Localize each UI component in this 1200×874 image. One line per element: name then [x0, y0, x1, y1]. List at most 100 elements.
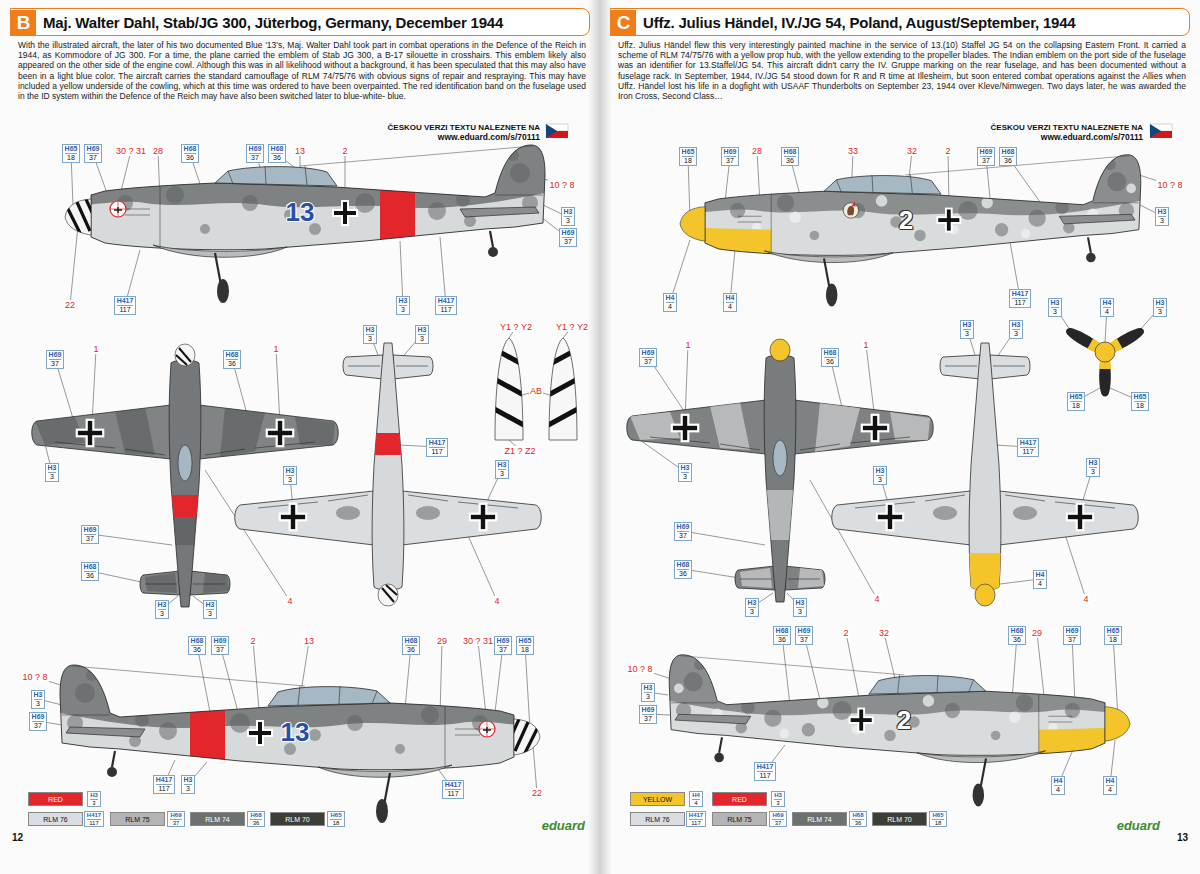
paint-callout: H6937 — [559, 228, 578, 247]
callout-number: Z1 ? Z2 — [503, 446, 536, 456]
paint-code: H417 — [689, 812, 703, 820]
paint-number: 18 — [330, 820, 341, 827]
paint-code: H68 — [405, 637, 418, 646]
paint-code: H69 — [772, 812, 783, 820]
paint-number: 37 — [980, 157, 993, 165]
paint-code: H68 — [1011, 627, 1024, 636]
paint-number: 36 — [852, 820, 863, 827]
camouflage — [60, 115, 555, 260]
paint-number: 3 — [399, 306, 408, 314]
legend-text: YELLOW — [643, 796, 672, 803]
paint-callout: H6937 — [1063, 626, 1082, 645]
paint-code: H69 — [84, 526, 97, 535]
paint-number: 3 — [963, 330, 972, 338]
paint-callout: H6836 — [1008, 626, 1027, 645]
paint-code: H65 — [1070, 393, 1083, 402]
paint-code: H68 — [250, 812, 261, 820]
callout-number: 2 — [842, 628, 849, 638]
paint-code: H68 — [226, 351, 239, 360]
profile-header: BMaj. Walter Dahl, Stab/JG 300, Jüterbog… — [10, 8, 590, 36]
callout-number: 32 — [878, 628, 890, 638]
callout-number: 32 — [906, 146, 918, 156]
paint-callout: H417117 — [1009, 289, 1032, 308]
callout-number: 28 — [152, 146, 164, 156]
paint-callout: H417117 — [435, 296, 458, 315]
paint-code: H417 — [445, 781, 462, 790]
paint-number: 37 — [87, 154, 100, 162]
paint-number: 3 — [90, 800, 98, 807]
web-address: www.eduard.com/s/70111 — [1041, 132, 1143, 142]
paint-code: H3 — [774, 792, 782, 800]
legend-paint-code: H417117 — [84, 811, 104, 827]
paint-code: H417 — [429, 439, 446, 448]
legend-paint-code: H33 — [771, 791, 785, 807]
paint-number: 4 — [1054, 786, 1063, 794]
paint-code: H417 — [438, 297, 455, 306]
paint-code: H3 — [796, 599, 805, 608]
spinner-detail — [489, 338, 583, 440]
paint-number: 4 — [1106, 786, 1115, 794]
paint-number: 117 — [1020, 448, 1037, 456]
paint-code: H3 — [1012, 321, 1021, 330]
callout-number: 10 ? 8 — [21, 672, 48, 682]
option-letter: B — [11, 10, 36, 35]
legend-paint-code: H6836 — [849, 811, 866, 827]
callout-number: 1 — [92, 344, 99, 354]
paint-number: 117 — [757, 772, 774, 780]
callout-number: 2 — [944, 146, 951, 156]
paint-number: 18 — [932, 820, 943, 827]
paint-number: 37 — [32, 722, 45, 730]
paint-code: H3 — [34, 691, 43, 700]
callout-number: 30 ? 31 — [115, 146, 147, 156]
paint-number: 37 — [1066, 636, 1079, 644]
paint-number: 36 — [184, 154, 197, 162]
description-text: Uffz. Julius Händel flew this very inter… — [618, 40, 1186, 101]
paint-callout: H6937 — [977, 147, 996, 166]
paint-callout: H33 — [181, 775, 196, 794]
paint-callout: H6937 — [29, 712, 48, 731]
paint-number: 36 — [250, 820, 261, 827]
callout-number: 4 — [493, 596, 500, 606]
paint-number: 36 — [84, 572, 97, 580]
paint-code: H69 — [980, 148, 993, 157]
paint-code: H3 — [681, 464, 690, 473]
paint-code: H3 — [399, 297, 408, 306]
paint-code: H4 — [1106, 777, 1115, 786]
paint-code: H3 — [1158, 208, 1167, 217]
paint-callout: H33 — [561, 207, 576, 226]
aircraft-bottom-view — [235, 343, 542, 606]
option-letter: C — [611, 10, 636, 35]
legend-paint-code: H33 — [87, 791, 101, 807]
paint-callout: H6836 — [773, 626, 792, 645]
callout-number: 13 — [294, 146, 306, 156]
callout-number: 1 — [684, 340, 691, 350]
paint-callout: H6937 — [639, 348, 658, 367]
paint-callout: H6937 — [211, 636, 230, 655]
paint-callout: H44 — [1033, 570, 1048, 589]
paint-code: H69 — [497, 637, 510, 646]
paint-code: H3 — [748, 599, 757, 608]
paint-code: H65 — [519, 637, 532, 646]
paint-callout: H44 — [1103, 776, 1118, 795]
language-note: ČESKOU VERZI TEXTU NALEZNETE NA — [991, 123, 1143, 132]
paint-callout: H417117 — [1017, 438, 1040, 457]
legend-swatch: RLM 70 — [872, 812, 927, 826]
callout-number: 10 ? 8 — [548, 180, 575, 190]
paint-code: H69 — [642, 349, 655, 358]
paint-callout: H33 — [495, 460, 510, 479]
paint-code: H69 — [1066, 627, 1079, 636]
propeller-detail — [1063, 325, 1146, 397]
paint-code: H3 — [366, 326, 375, 335]
paint-number: 3 — [1012, 330, 1021, 338]
legend-paint-code: H6937 — [167, 811, 184, 827]
paint-number: 3 — [34, 700, 43, 708]
paint-number: 36 — [405, 646, 418, 654]
paint-callout: H6937 — [46, 350, 65, 369]
paint-code: H3 — [90, 792, 98, 800]
legend-paint-code: H417117 — [686, 811, 706, 827]
legend-text: RLM 74 — [205, 816, 230, 823]
paint-code: H4 — [1054, 777, 1063, 786]
paint-code: H68 — [271, 145, 284, 154]
paint-callout: H33 — [1048, 298, 1063, 317]
callout-number: Y1 ? Y2 — [555, 322, 589, 332]
